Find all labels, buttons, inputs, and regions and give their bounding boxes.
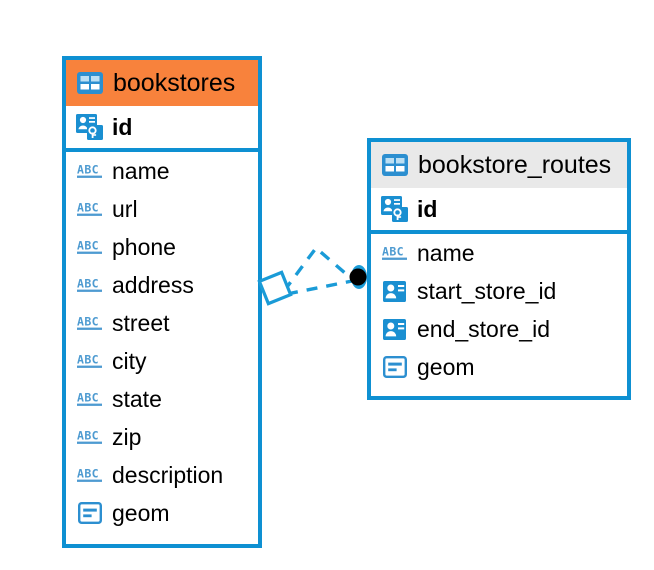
field-name: name — [112, 157, 170, 184]
foreign-key-icon — [381, 278, 408, 305]
primary-key-separator — [66, 148, 258, 152]
text-type-icon: ABC — [76, 462, 103, 489]
relationship-lines — [282, 245, 354, 296]
field-row[interactable]: ABC name — [66, 152, 258, 190]
text-type-icon: ABC — [76, 196, 103, 223]
geometry-type-icon — [76, 500, 103, 527]
entity-title: bookstores — [113, 68, 236, 97]
svg-text:ABC: ABC — [77, 315, 99, 329]
field-name: city — [112, 347, 147, 374]
svg-text:ABC: ABC — [77, 201, 99, 215]
entity-header-bookstore-routes[interactable]: bookstore_routes — [371, 142, 627, 188]
field-row[interactable]: ABC zip — [66, 418, 258, 456]
field-row[interactable]: start_store_id — [371, 272, 627, 310]
field-name: id — [417, 195, 438, 222]
text-type-icon: ABC — [76, 234, 103, 261]
primary-key-icon — [76, 114, 103, 141]
foreign-key-icon — [381, 316, 408, 343]
primary-key-separator — [371, 230, 627, 234]
svg-text:ABC: ABC — [77, 277, 99, 291]
field-name: id — [112, 113, 133, 140]
text-type-icon: ABC — [76, 386, 103, 413]
field-name: name — [417, 239, 475, 266]
field-row[interactable]: ABC phone — [66, 228, 258, 266]
filled-circle-endpoint — [349, 265, 367, 289]
svg-text:ABC: ABC — [77, 239, 99, 253]
text-type-icon: ABC — [76, 158, 103, 185]
text-type-icon: ABC — [76, 310, 103, 337]
table-icon — [76, 70, 103, 97]
svg-text:ABC: ABC — [77, 353, 99, 367]
field-row[interactable]: ABC city — [66, 342, 258, 380]
table-icon — [381, 152, 408, 179]
field-row-primary-key[interactable]: id — [66, 106, 258, 148]
field-row[interactable]: ABC description — [66, 456, 258, 494]
field-name: phone — [112, 233, 176, 260]
field-row-primary-key[interactable]: id — [371, 188, 627, 230]
svg-text:ABC: ABC — [77, 467, 99, 481]
text-type-icon: ABC — [76, 424, 103, 451]
field-row[interactable]: geom — [66, 494, 258, 532]
svg-text:ABC: ABC — [77, 163, 99, 177]
svg-text:ABC: ABC — [77, 429, 99, 443]
geometry-type-icon — [381, 354, 408, 381]
field-name: geom — [112, 499, 170, 526]
field-name: street — [112, 309, 170, 336]
field-name: end_store_id — [417, 315, 550, 342]
field-row[interactable]: ABC street — [66, 304, 258, 342]
text-type-icon: ABC — [381, 240, 408, 267]
entity-title: bookstore_routes — [418, 150, 612, 179]
field-row[interactable]: geom — [371, 348, 627, 386]
field-name: zip — [112, 423, 142, 450]
primary-key-icon — [381, 196, 408, 223]
field-name: address — [112, 271, 194, 298]
field-name: description — [112, 461, 224, 488]
field-row[interactable]: ABC name — [371, 234, 627, 272]
field-name: url — [112, 195, 138, 222]
field-name: geom — [417, 353, 475, 380]
field-row[interactable]: ABC address — [66, 266, 258, 304]
field-row[interactable]: ABC url — [66, 190, 258, 228]
field-row[interactable]: ABC state — [66, 380, 258, 418]
svg-text:ABC: ABC — [77, 391, 99, 405]
entity-header-bookstores[interactable]: bookstores — [66, 60, 258, 106]
text-type-icon: ABC — [76, 272, 103, 299]
diamond-endpoint — [257, 270, 293, 306]
text-type-icon: ABC — [76, 348, 103, 375]
field-name: state — [112, 385, 162, 412]
field-name: start_store_id — [417, 277, 557, 304]
field-row[interactable]: end_store_id — [371, 310, 627, 348]
svg-text:ABC: ABC — [382, 245, 404, 259]
